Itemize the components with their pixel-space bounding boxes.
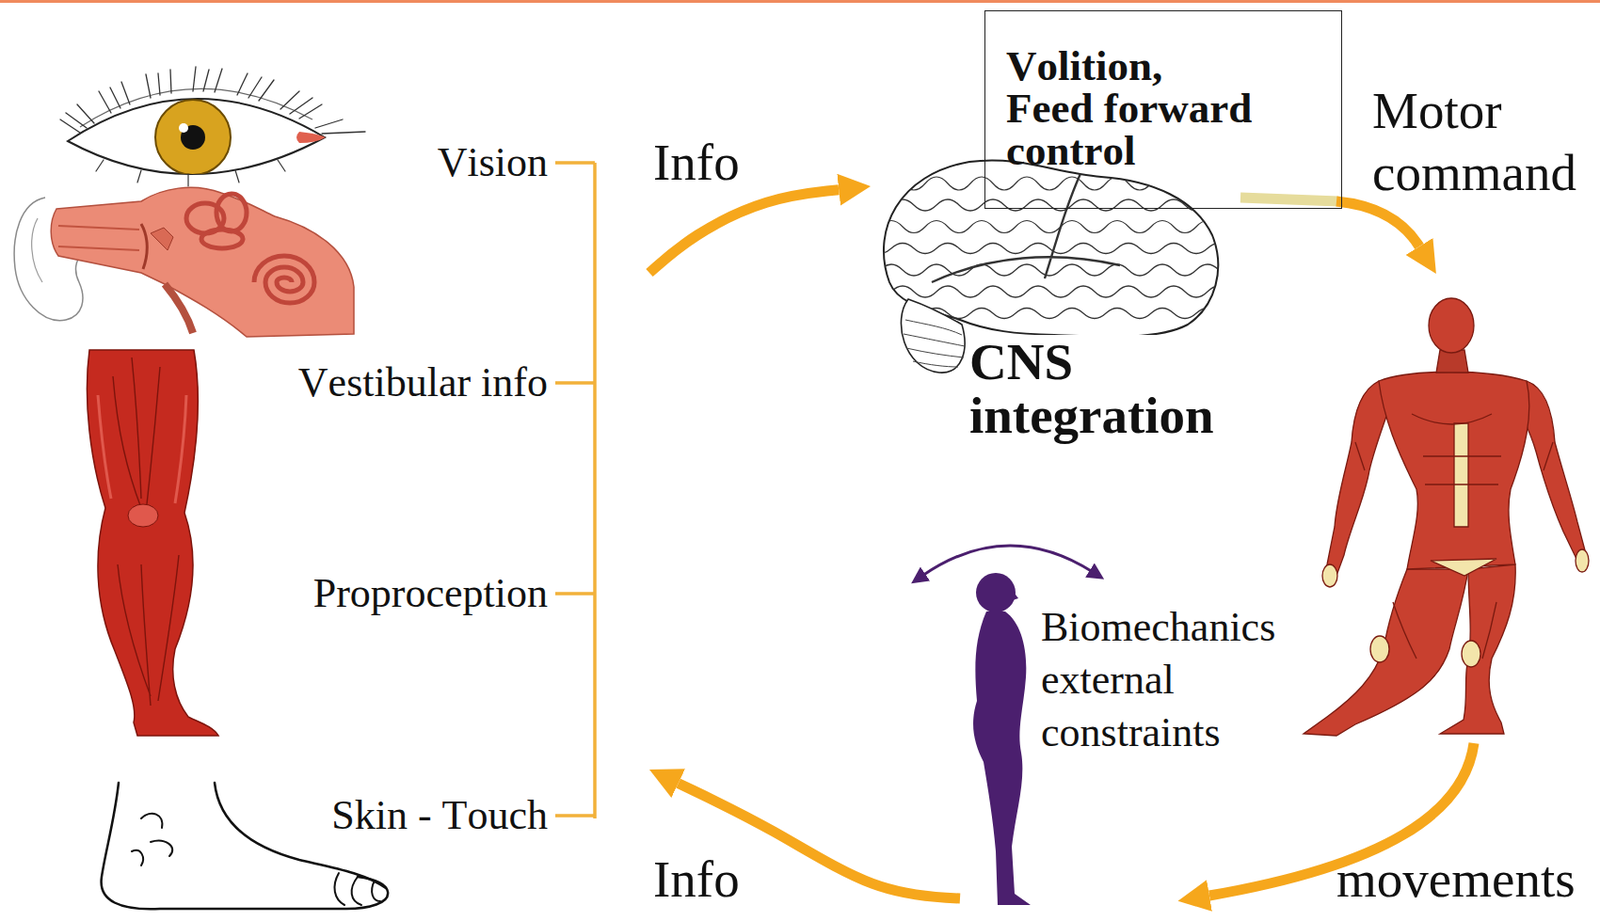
sense-label: Skin - Touch <box>331 791 548 841</box>
eye-drawing <box>67 98 325 175</box>
cns-region: CNS integration <box>870 155 1239 449</box>
foot-drawing <box>131 814 173 866</box>
control-box: Volition, Feed forward control <box>984 10 1343 209</box>
posture-silhouette <box>973 573 1031 906</box>
sense-list: VisionVestibular infoProproceptionSkin -… <box>235 131 650 848</box>
brain-drawing <box>900 299 965 373</box>
inner-ear-drawing <box>32 218 43 283</box>
sense-label: Proproception <box>313 569 548 619</box>
inner-ear-drawing <box>150 227 174 251</box>
muscle-figure <box>1440 564 1516 735</box>
muscle-figure <box>1322 564 1338 588</box>
arrow-label: Info <box>653 848 740 912</box>
muscle-figure <box>1303 569 1469 736</box>
eye-drawing <box>296 131 326 144</box>
posture-silhouette <box>973 611 1031 906</box>
inner-ear-drawing <box>216 193 247 232</box>
brain-drawing <box>868 286 1231 298</box>
inner-ear-drawing <box>14 187 354 337</box>
muscle-figure <box>1454 423 1469 528</box>
inner-ear-drawing <box>141 224 147 270</box>
leg-muscle-drawing <box>128 504 159 528</box>
inner-ear-drawing <box>201 229 243 249</box>
inner-ear-drawing <box>164 284 193 334</box>
inner-ear-drawing <box>50 187 354 337</box>
top-rule <box>0 0 1600 3</box>
arrow-label: movements <box>1336 848 1576 912</box>
eye-drawing <box>80 88 313 128</box>
brain-drawing <box>868 169 1231 320</box>
sense-bracket <box>555 162 595 819</box>
muscle-figure <box>1325 381 1393 580</box>
sense-label: Vestibular info <box>298 358 548 408</box>
brain-drawing <box>931 169 1120 283</box>
eye-drawing <box>155 99 231 176</box>
brain-drawing <box>880 176 1219 191</box>
muscle-figure <box>1430 559 1497 576</box>
eye-drawing <box>60 66 366 187</box>
muscle-figure <box>1355 414 1553 659</box>
brain-drawing <box>868 199 1231 211</box>
info-arrow <box>649 190 839 273</box>
brain-drawing <box>880 221 1219 234</box>
command-arrow <box>1336 201 1420 247</box>
sway-arrow <box>922 545 1093 576</box>
constraint-label: Biomechanics external constraints <box>1040 601 1297 760</box>
leg-muscle-drawing <box>97 395 187 504</box>
foot-drawing <box>334 873 381 906</box>
eye-drawing <box>178 123 189 133</box>
brain-drawing <box>903 320 965 368</box>
command-arrow-tail <box>1240 197 1339 202</box>
leg-muscle-drawing <box>86 350 219 736</box>
inner-ear-drawing <box>58 225 140 251</box>
muscle-figure <box>1428 298 1474 353</box>
leg-muscle-drawing <box>86 350 219 736</box>
box-text: Volition, Feed forward control <box>1006 45 1257 173</box>
sense-label: Vision <box>437 138 548 188</box>
inner-ear-drawing <box>254 256 315 304</box>
muscle-figure <box>1378 371 1530 570</box>
posture-silhouette <box>1012 591 1019 601</box>
eye-drawing <box>96 160 286 187</box>
biomechanics-region: Biomechanics external constraints <box>960 541 1304 913</box>
muscle-figure <box>1575 549 1589 573</box>
leg-muscle-drawing <box>112 357 179 706</box>
arrow-label: Motor command <box>1372 80 1591 205</box>
arrow-label: Info <box>653 131 740 194</box>
muscle-figure <box>1370 636 1390 663</box>
eye-drawing <box>155 99 231 176</box>
brain-drawing <box>868 243 1231 255</box>
posture-silhouette <box>976 573 1016 613</box>
eye-drawing <box>60 66 366 134</box>
cns-label: CNS integration <box>969 335 1233 443</box>
muscle-figure <box>1461 640 1481 668</box>
muscle-figure <box>1303 298 1589 736</box>
